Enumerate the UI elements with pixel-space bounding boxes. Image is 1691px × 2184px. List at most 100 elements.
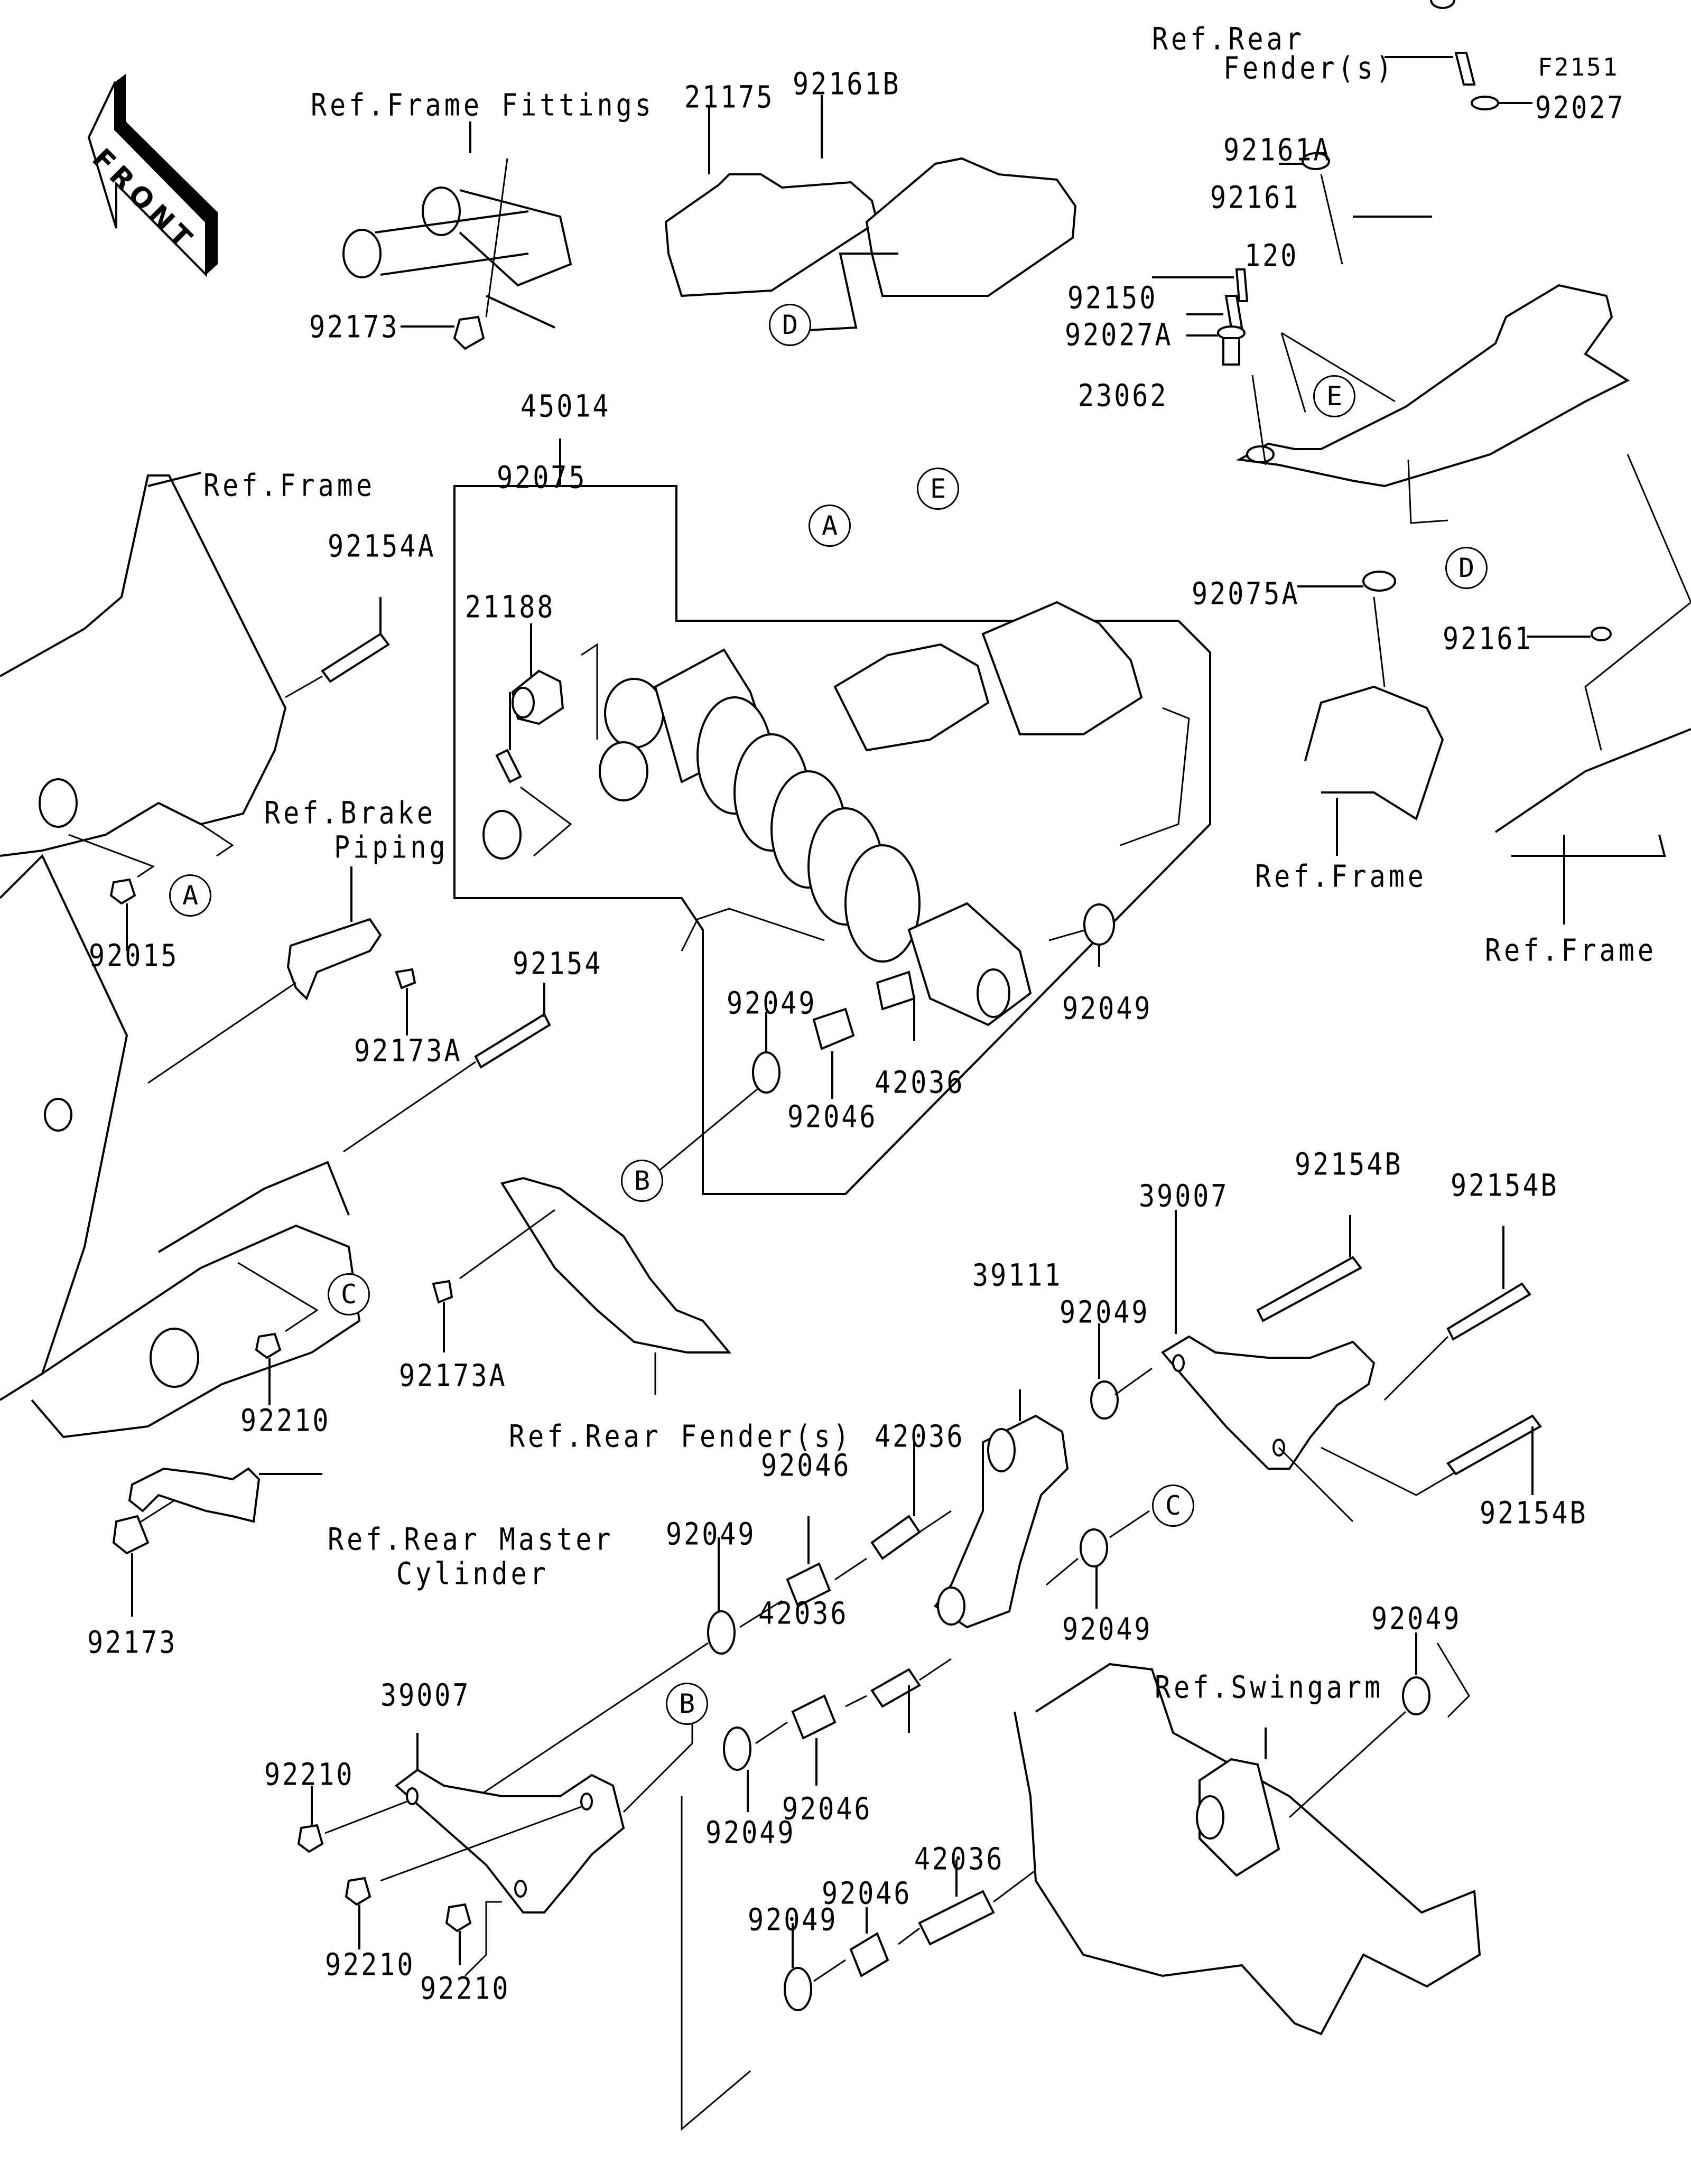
front-arrow-icon [87, 74, 218, 277]
part-39111[interactable]: 39111 [972, 1257, 1063, 1293]
part-92046-link-top[interactable]: 92046 [761, 1448, 851, 1483]
swingarm-part [1014, 1663, 1481, 2036]
callout-a-frame[interactable]: A [169, 874, 211, 917]
part-92154A[interactable]: 92154A [328, 528, 436, 564]
ref-brake-piping-line1[interactable]: Ref.Brake [264, 795, 436, 831]
part-92154B-1[interactable]: 92154B [1295, 1146, 1403, 1182]
nut-92210-mid [237, 1262, 319, 1405]
figure-id: F2151 [1538, 53, 1619, 81]
sleeve-42036-bottom [918, 1860, 1036, 1946]
rear-master-cylinder-bracket [116, 1467, 322, 1538]
part-92173-top[interactable]: 92173 [309, 309, 399, 345]
ref-rear-fender-top-line2[interactable]: Fender(s) [1223, 50, 1395, 86]
callout-c-link[interactable]: C [1152, 1485, 1194, 1527]
part-92049-shock-right[interactable]: 92049 [1062, 991, 1153, 1026]
ref-brake-piping-line2[interactable]: Piping [334, 829, 449, 865]
part-92049-shock-left[interactable]: 92049 [727, 985, 817, 1021]
part-39007-right[interactable]: 39007 [1139, 1178, 1229, 1214]
part-92161A[interactable]: 92161A [1223, 132, 1332, 168]
part-92210-b[interactable]: 92210 [325, 1947, 415, 1983]
collar-92027A [1186, 325, 1267, 465]
part-92049-swingarm[interactable]: 92049 [1371, 1601, 1462, 1637]
part-92210-mid[interactable]: 92210 [240, 1403, 331, 1439]
bushing-92075 [511, 623, 598, 740]
part-92027A[interactable]: 92027A [1065, 317, 1173, 353]
ref-frame-mid-label[interactable]: Ref.Frame [1255, 858, 1427, 894]
part-92161-top[interactable]: 92161 [1210, 180, 1300, 216]
collar-92027 [1471, 96, 1532, 110]
seal-92049-shock-right [1048, 903, 1115, 967]
part-45014[interactable]: 45014 [521, 388, 611, 424]
part-92173A-top[interactable]: 92173A [354, 1033, 462, 1069]
part-92075A[interactable]: 92075A [1192, 576, 1300, 612]
part-42036-link-top[interactable]: 42036 [875, 1418, 965, 1454]
grommet-92161A [1279, 152, 1343, 265]
ref-rear-fender-top-line1[interactable]: Ref.Rear [1152, 21, 1305, 57]
ref-frame-right-label[interactable]: Ref.Frame [1485, 932, 1657, 968]
part-120[interactable]: 120 [1244, 238, 1299, 274]
clip-92173-bottom [112, 1515, 150, 1617]
callout-b-link[interactable]: B [666, 1683, 708, 1725]
rear-fender-mid-part [500, 1177, 732, 1395]
part-42036-link-mid[interactable]: 42036 [758, 1595, 849, 1631]
part-92161B[interactable]: 92161B [793, 66, 901, 102]
part-92154B-3[interactable]: 92154B [1480, 1495, 1588, 1531]
part-42036-bottom[interactable]: 42036 [914, 1841, 1005, 1877]
callout-c-frame[interactable]: C [328, 1273, 370, 1315]
part-92049-bottom[interactable]: 92049 [748, 1902, 838, 1938]
part-92049-link-top[interactable]: 92049 [1060, 1294, 1150, 1330]
part-42036-shock[interactable]: 42036 [875, 1065, 965, 1100]
ref-rear-master-line2[interactable]: Cylinder [396, 1556, 549, 1592]
part-92046-link-mid[interactable]: 92046 [782, 1791, 872, 1827]
ref-frame-fittings-label[interactable]: Ref.Frame Fittings [311, 87, 654, 123]
part-39007-left[interactable]: 39007 [380, 1677, 471, 1713]
frame-right-detail [1304, 454, 1691, 925]
part-92046-bottom[interactable]: 92046 [822, 1875, 912, 1911]
connector-cover-92161B [808, 95, 1077, 331]
part-92027[interactable]: 92027 [1535, 90, 1625, 126]
part-92075[interactable]: 92075 [497, 460, 587, 496]
part-92049-link-mid[interactable]: 92049 [705, 1815, 796, 1851]
callout-a-shock[interactable]: A [809, 505, 851, 547]
part-92049-link-c[interactable]: 92049 [1062, 1611, 1153, 1647]
part-92210-c[interactable]: 92210 [420, 1971, 510, 2006]
bearing-92046-bottom [849, 1907, 920, 1977]
part-92161-right[interactable]: 92161 [1443, 621, 1533, 657]
clip-92173A-top [395, 968, 416, 1035]
part-92015[interactable]: 92015 [89, 938, 179, 974]
part-23062[interactable]: 23062 [1078, 378, 1168, 414]
seal-92049-link-c [1046, 1510, 1150, 1609]
plug-92161-right [1527, 627, 1612, 641]
sleeve-42036-shock [876, 970, 916, 1041]
part-21188[interactable]: 21188 [465, 589, 555, 625]
callout-d-connector[interactable]: D [769, 304, 811, 346]
part-92049-link-left[interactable]: 92049 [666, 1516, 756, 1552]
part-92150[interactable]: 92150 [1067, 280, 1158, 316]
part-92046-shock[interactable]: 92046 [787, 1099, 878, 1135]
part-92154B-2[interactable]: 92154B [1451, 1168, 1559, 1203]
part-92210-a[interactable]: 92210 [264, 1757, 355, 1793]
frame-left-part [0, 472, 361, 1439]
seal-92049-link-mid [681, 1721, 788, 2131]
ref-frame-top-label[interactable]: Ref.Frame [203, 468, 375, 503]
ref-swingarm-label[interactable]: Ref.Swingarm [1155, 1669, 1384, 1705]
callout-d-bracket[interactable]: D [1445, 547, 1488, 589]
part-92173A-mid[interactable]: 92173A [399, 1358, 507, 1394]
callout-e-shock[interactable]: E [917, 468, 959, 510]
brake-piping-bracket [147, 866, 382, 1084]
seal-92049-swingarm [1288, 1632, 1470, 1818]
part-92173-bottom[interactable]: 92173 [87, 1625, 178, 1660]
screw-120 [1152, 268, 1249, 302]
callout-b-shock[interactable]: B [621, 1160, 663, 1202]
ref-rear-master-line1[interactable]: Ref.Rear Master [328, 1522, 614, 1557]
frame-fittings-part [342, 122, 572, 329]
adjuster-21188 [482, 692, 572, 860]
part-21175[interactable]: 21175 [684, 79, 775, 115]
seal-92049-link-left [454, 1537, 783, 1813]
nut-92210-a [297, 1786, 407, 1853]
ref-rear-fender-mid-label[interactable]: Ref.Rear Fender(s) [509, 1418, 852, 1454]
bolt-92150 [1186, 295, 1243, 329]
part-92154[interactable]: 92154 [513, 946, 603, 982]
callout-e-bracket[interactable]: E [1313, 375, 1355, 417]
